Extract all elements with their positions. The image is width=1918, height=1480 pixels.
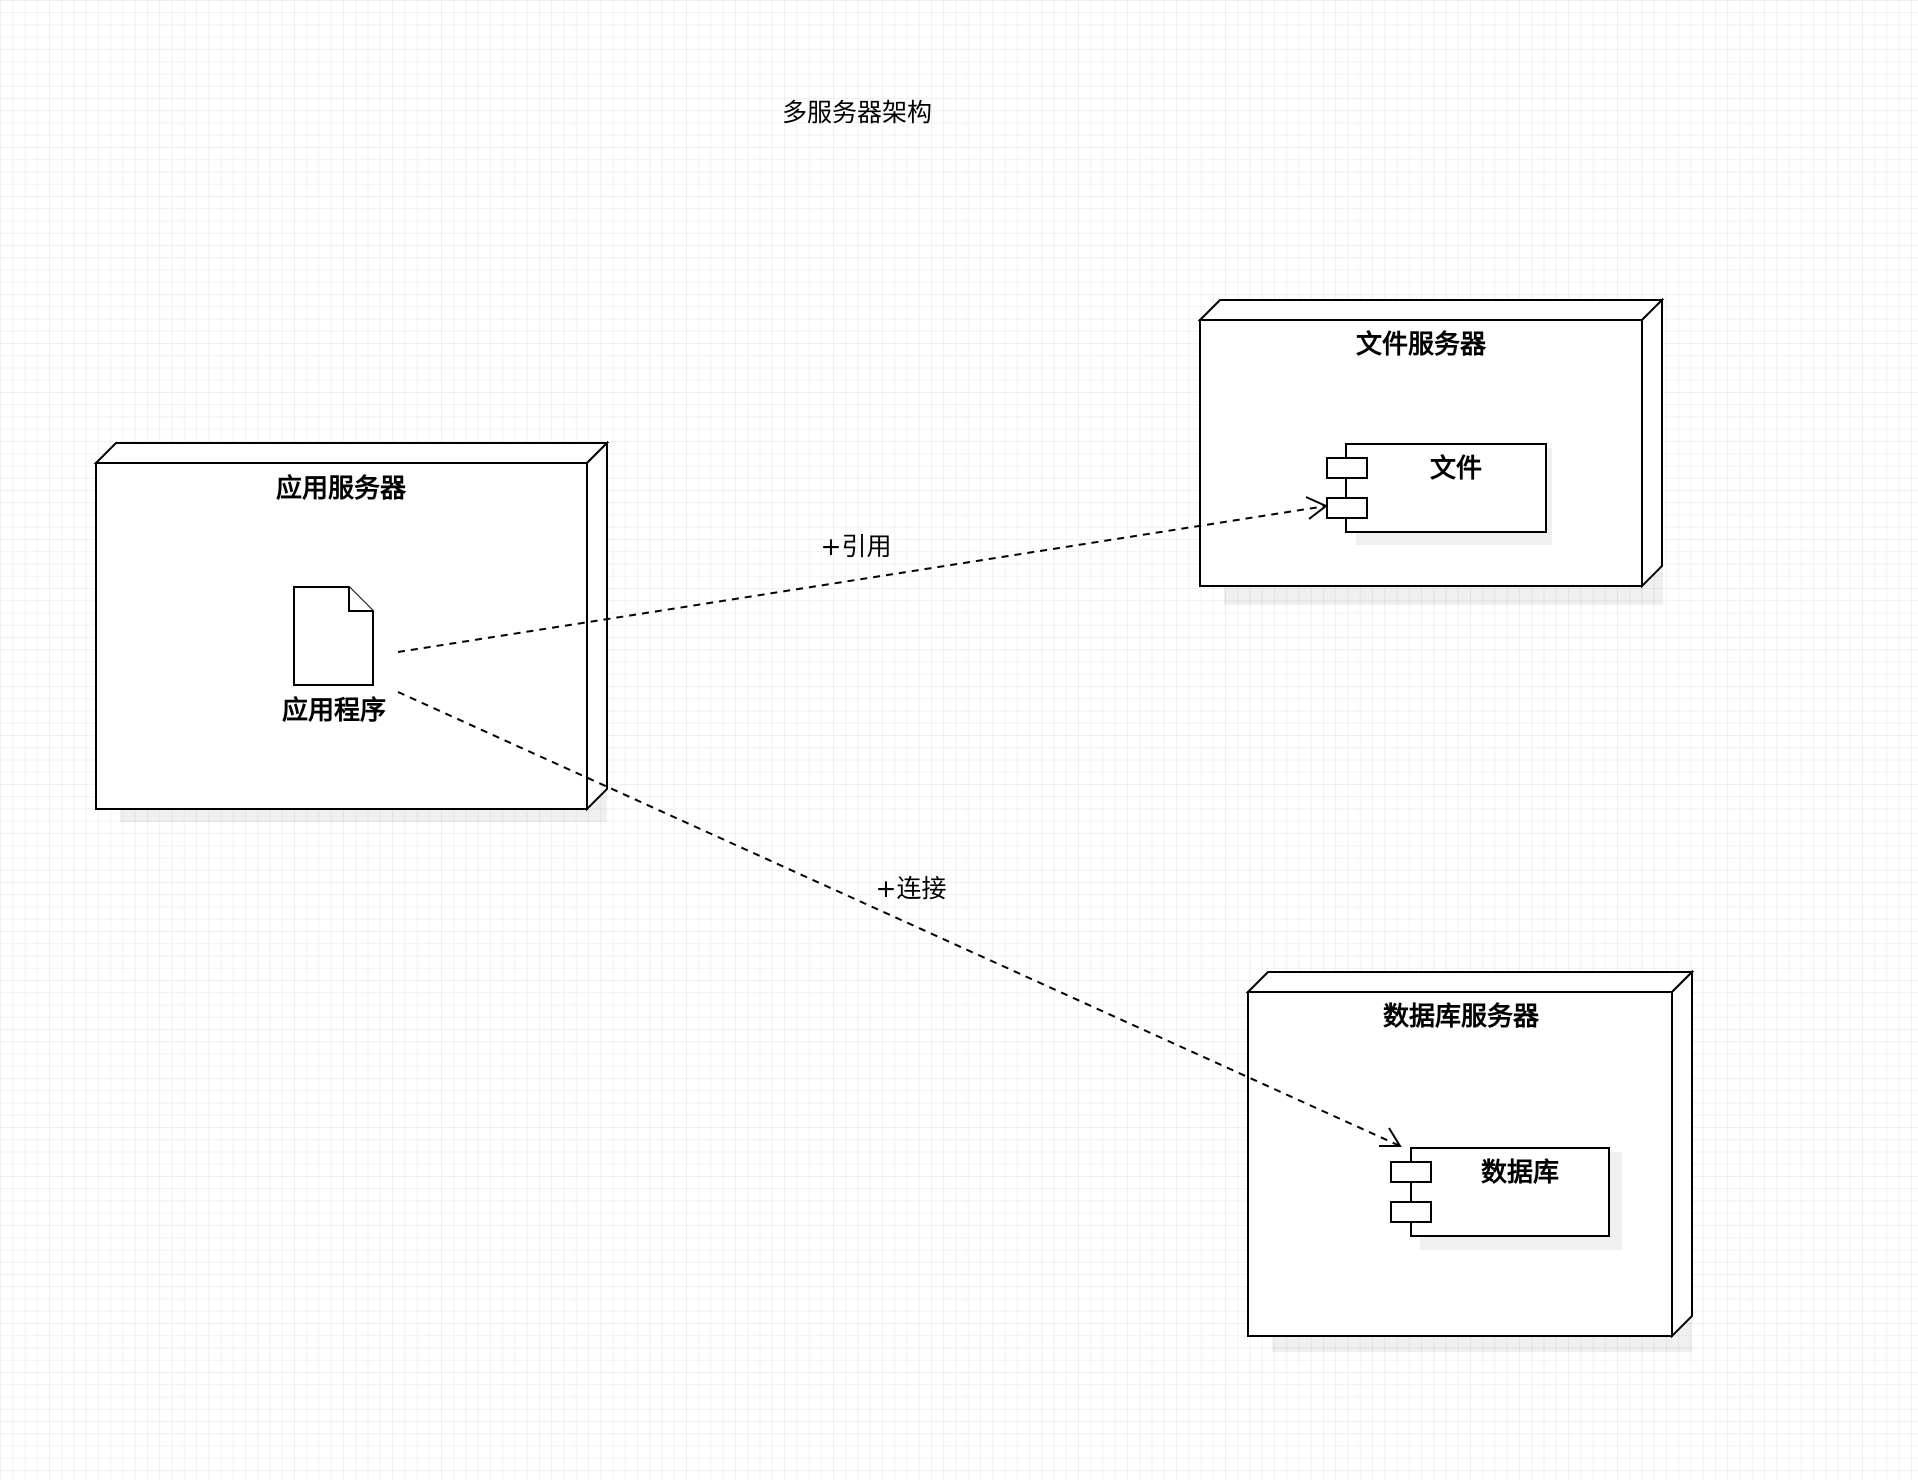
node-db-server-label: 数据库服务器 [1383, 1002, 1540, 1032]
component-database-label: 数据库 [1481, 1158, 1559, 1188]
edge-reference[interactable]: +引用 [397, 496, 1328, 653]
node-db-server-top [1245, 971, 1695, 993]
component-icon [1326, 457, 1368, 519]
artifact-application-label: 应用程序 [282, 695, 386, 726]
document-icon [293, 586, 374, 686]
diagram-title: 多服务器架构 [782, 98, 932, 127]
component-file-body [1345, 443, 1547, 533]
node-app-server-label: 应用服务器 [276, 473, 407, 504]
edge-reference-label: +引用 [821, 532, 892, 561]
node-file-server-side [1641, 297, 1663, 589]
node-app-server-top [93, 442, 610, 464]
component-database-body [1410, 1147, 1610, 1237]
arrowhead-icon [1379, 1127, 1402, 1147]
edge-connect-label: +连接 [876, 874, 947, 903]
component-file[interactable]: 文件 [1326, 443, 1552, 545]
node-file-server-top [1197, 299, 1665, 321]
arrowhead-icon [1305, 496, 1328, 520]
node-app-server-side [586, 440, 608, 812]
edge-connect[interactable]: +连接 [397, 691, 1402, 1147]
node-db-server-side [1671, 969, 1693, 1339]
artifact-application[interactable]: 应用程序 [282, 586, 386, 726]
component-icon [1390, 1161, 1432, 1223]
node-file-server-label: 文件服务器 [1356, 329, 1487, 360]
component-database[interactable]: 数据库 [1390, 1147, 1622, 1250]
component-file-label: 文件 [1430, 453, 1482, 484]
